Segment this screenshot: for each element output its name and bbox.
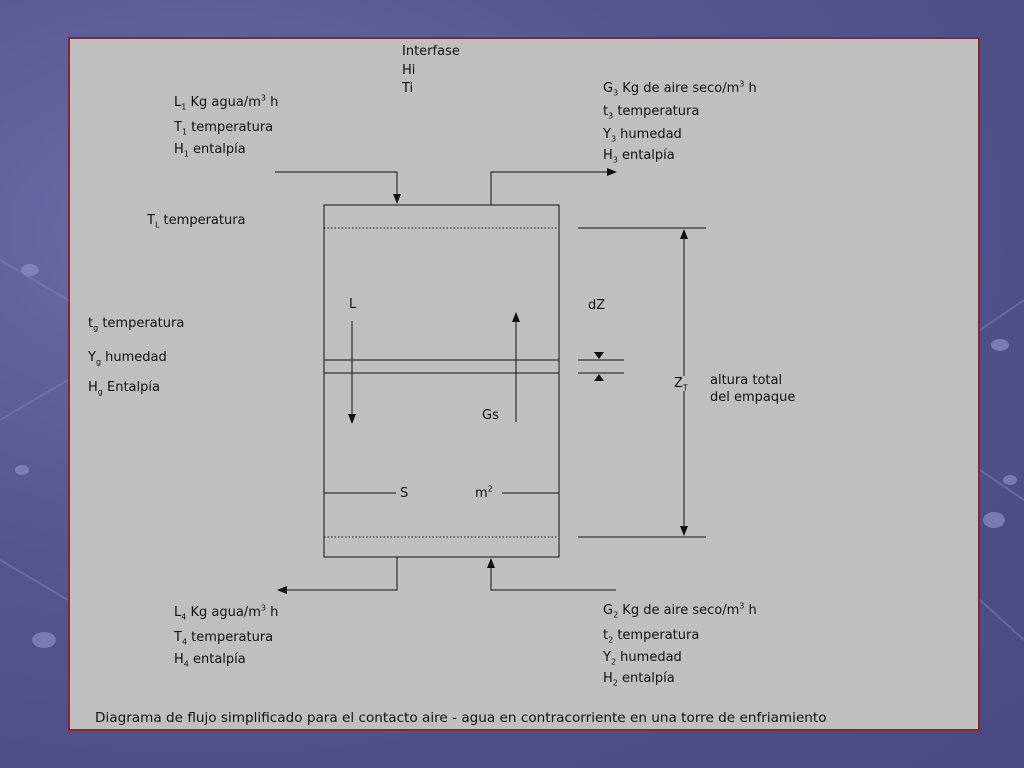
gas-temperature: tg temperatura [88, 316, 185, 333]
air-inlet-temperature: t2 temperatura [603, 628, 700, 645]
air-inlet-enthalpy: H2 entalpía [603, 671, 675, 688]
interface-enthalpy: Hi [402, 63, 416, 78]
total-height-label-1: altura total [710, 373, 783, 388]
liquid-flow-label: L [349, 297, 357, 312]
interface-temperature: Ti [402, 81, 414, 96]
tower-body [323, 204, 560, 558]
interface-title: Interfase [402, 44, 460, 59]
total-height-var: ZT [674, 376, 688, 393]
water-outlet-flow: L4 Kg agua/m3 h [174, 603, 279, 622]
liquid-temperature: TL temperatura [147, 213, 246, 230]
gas-enthalpy: Hg Entalpía [88, 380, 160, 397]
dz-arrow-down [594, 352, 604, 359]
gas-flow-label: Gs [482, 408, 499, 423]
dz-arrow-up [594, 374, 604, 381]
water-inlet-enthalpy: H1 entalpía [174, 142, 246, 159]
air-outlet-temperature: t3 temperatura [603, 104, 700, 121]
air-inlet-humidity: Y2 humedad [603, 650, 682, 667]
water-outlet-enthalpy: H4 entalpía [174, 652, 246, 669]
water-inlet-flow: L1 Kg agua/m3 h [174, 93, 279, 112]
area-label: m2 [475, 484, 493, 501]
dz-label: dZ [588, 298, 606, 313]
air-outlet-arrow [490, 168, 617, 205]
section-label: S [400, 486, 409, 501]
diagram-caption: Diagrama de flujo simplificado para el c… [95, 710, 827, 726]
air-outlet-humidity: Y3 humedad [603, 127, 682, 144]
air-inlet-arrow [487, 558, 616, 591]
air-outlet-enthalpy: H3 entalpía [603, 148, 675, 165]
diagram-panel: Interfase Hi Ti L1 Kg agua/m3 h T1 tempe… [68, 37, 980, 731]
air-outlet-flow: G3 Kg de aire seco/m3 h [603, 79, 757, 98]
total-height-label-2: del empaque [710, 390, 796, 405]
water-inlet-arrow [275, 171, 401, 204]
air-inlet-flow: G2 Kg de aire seco/m3 h [603, 601, 757, 620]
gas-humidity: Yg humedad [88, 350, 167, 367]
water-inlet-temperature: T1 temperatura [174, 120, 274, 137]
water-outlet-arrow [277, 557, 398, 594]
water-outlet-temperature: T4 temperatura [174, 630, 274, 647]
